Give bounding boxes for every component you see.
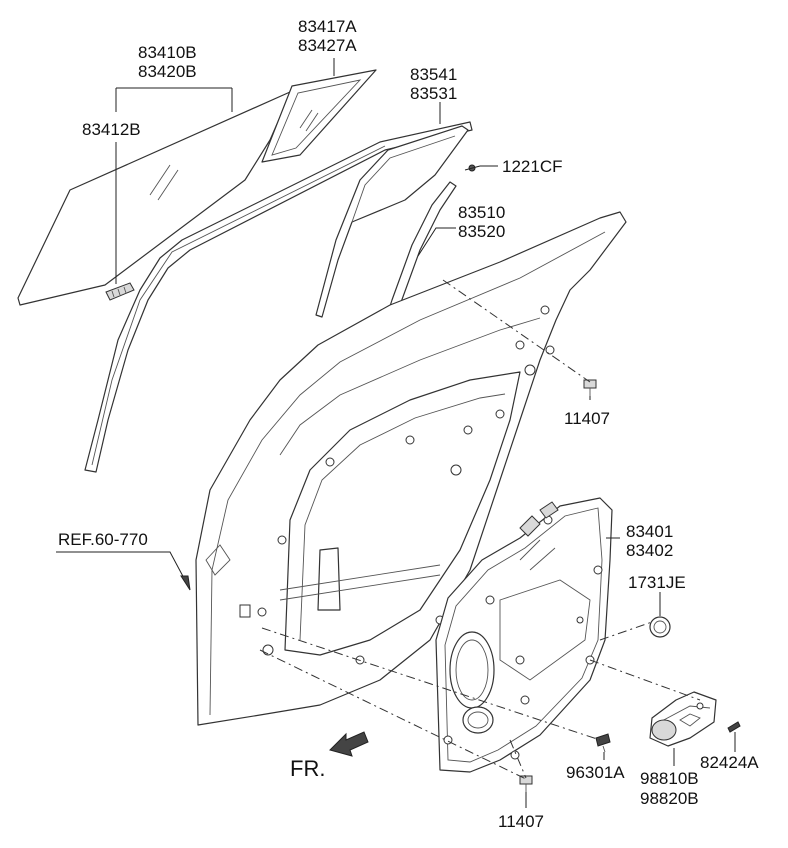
front-arrow-icon (329, 731, 369, 757)
label-glass-main-1: 83410B (138, 43, 197, 62)
assembly-lines (259, 279, 701, 781)
label-motor-bolt: 82424A (700, 753, 759, 772)
motor-bolt (727, 721, 741, 733)
quarter-glass (261, 69, 377, 163)
label-glass-quarter-1: 83417A (298, 17, 357, 36)
label-reference: REF.60-770 (58, 530, 148, 549)
label-glass-clip: 83412B (82, 120, 141, 139)
glass-clip (105, 282, 135, 301)
label-bolt-upper: 11407 (564, 409, 610, 428)
label-channel-rear-2: 83520 (458, 222, 505, 241)
door-module-panel (435, 497, 613, 773)
leader-lines (56, 58, 736, 808)
label-module-panel-1: 83401 (626, 522, 673, 541)
label-bolt-lower: 11407 (498, 812, 544, 831)
label-channel-run-1: 83541 (410, 65, 457, 84)
grommet (649, 616, 671, 638)
label-screw: 1221CF (502, 157, 562, 176)
label-motor-1: 98810B (640, 769, 699, 788)
window-motor (649, 691, 717, 747)
part-labels: 83410B 83420B 83417A 83427A 83412B 83541… (58, 17, 759, 831)
label-glass-quarter-2: 83427A (298, 36, 357, 55)
lower-bolt (519, 775, 533, 792)
door-body-panel (195, 211, 627, 726)
door-frame-moulding (84, 121, 473, 473)
label-front-marker: FR. (290, 756, 325, 781)
upper-bolt (583, 379, 597, 396)
label-clip-bolt: 96301A (566, 763, 625, 782)
label-module-panel-2: 83402 (626, 541, 673, 560)
label-motor-2: 98820B (640, 789, 699, 808)
label-grommet: 1731JE (628, 573, 686, 592)
channel-screw (464, 164, 481, 172)
label-channel-rear-1: 83510 (458, 203, 505, 222)
label-channel-run-2: 83531 (410, 84, 457, 103)
label-glass-main-2: 83420B (138, 62, 197, 81)
division-channel-upper (315, 125, 469, 318)
clip-bolt (595, 733, 611, 753)
